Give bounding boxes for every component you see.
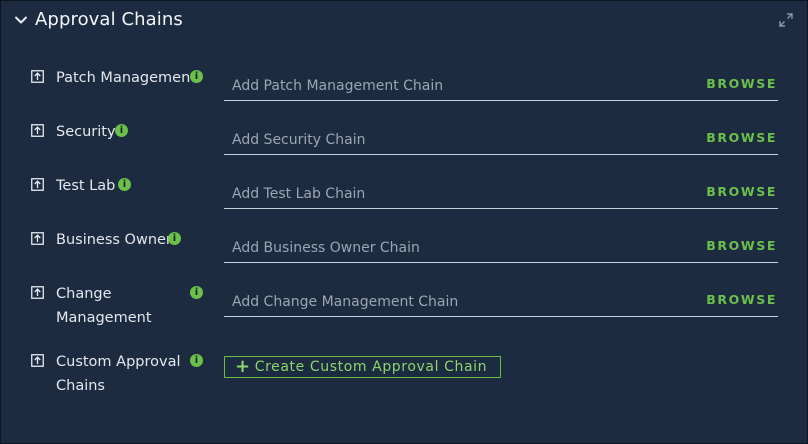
browse-button[interactable]: BROWSE <box>706 238 777 253</box>
browse-button[interactable]: BROWSE <box>706 184 777 199</box>
row-label: Security <box>56 124 116 140</box>
expand-arrows-icon[interactable] <box>779 13 793 27</box>
security-chain-field[interactable]: BROWSE <box>224 124 778 155</box>
security-chain-input[interactable] <box>230 128 674 152</box>
browse-button[interactable]: BROWSE <box>706 76 777 91</box>
info-icon[interactable]: i <box>168 232 181 245</box>
panel-title: Approval Chains <box>35 9 183 30</box>
create-button-label: Create Custom Approval Chain <box>254 359 488 375</box>
row-label-line2: Chains <box>56 378 105 394</box>
row-label: Business Owner <box>56 232 172 248</box>
business-owner-chain-field[interactable]: BROWSE <box>224 232 778 263</box>
patch-management-chain-field[interactable]: BROWSE <box>224 70 778 101</box>
test-lab-chain-input[interactable] <box>230 182 674 206</box>
row-label-line2: Management <box>56 310 152 326</box>
info-icon[interactable]: i <box>115 124 128 137</box>
panel-header[interactable]: Approval Chains <box>13 9 183 30</box>
change-management-chain-input[interactable] <box>230 290 674 314</box>
row-label-line1: Custom Approval <box>56 354 181 370</box>
business-owner-chain-input[interactable] <box>230 236 674 260</box>
browse-button[interactable]: BROWSE <box>706 130 777 145</box>
row-label-line1: Change <box>56 286 112 302</box>
upload-icon[interactable] <box>31 124 44 137</box>
create-custom-approval-chain-button[interactable]: + Create Custom Approval Chain <box>224 356 501 378</box>
info-icon[interactable]: i <box>190 286 203 299</box>
info-icon[interactable]: i <box>118 178 131 191</box>
info-icon[interactable]: i <box>190 70 203 83</box>
upload-icon[interactable] <box>31 178 44 191</box>
chevron-down-icon[interactable] <box>13 12 29 28</box>
upload-icon[interactable] <box>31 70 44 83</box>
browse-button[interactable]: BROWSE <box>706 292 777 307</box>
row-label: Patch Management <box>56 70 196 86</box>
upload-icon[interactable] <box>31 232 44 245</box>
plus-icon: + <box>235 356 251 377</box>
upload-icon[interactable] <box>31 354 44 367</box>
row-label: Test Lab <box>56 178 116 194</box>
info-icon[interactable]: i <box>190 354 203 367</box>
upload-icon[interactable] <box>31 286 44 299</box>
change-management-chain-field[interactable]: BROWSE <box>224 286 778 317</box>
test-lab-chain-field[interactable]: BROWSE <box>224 178 778 209</box>
patch-management-chain-input[interactable] <box>230 74 674 98</box>
